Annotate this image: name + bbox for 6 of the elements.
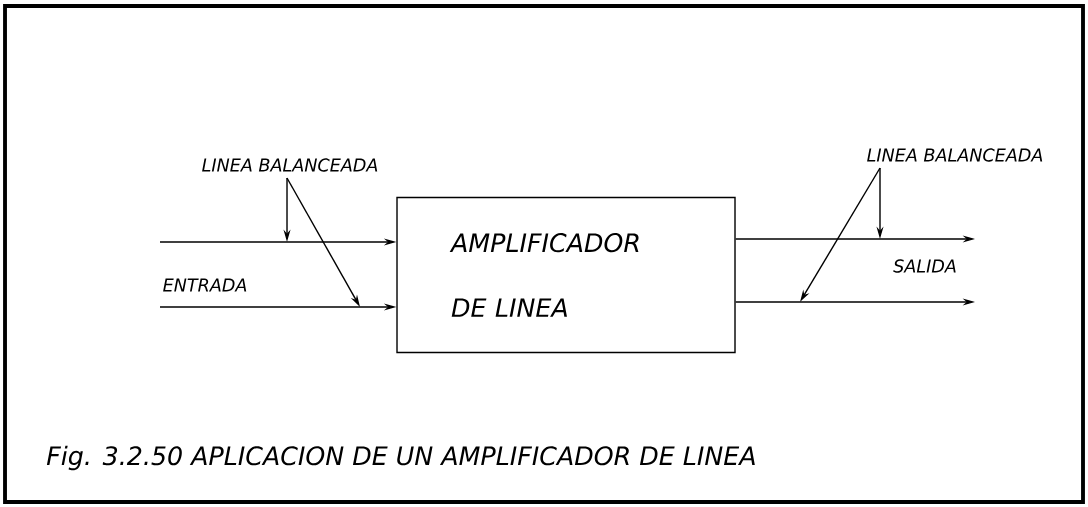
line-label: LINEA BALANCEADA: [202, 158, 378, 172]
caption: Fig. 3.2.50 APLICACION DE UN AMPLIFICADOR DE LINEA: [46, 445, 755, 471]
amplifier-box: AMPLIFICADOR DE LINEA: [396, 196, 736, 354]
line-label: LINEA BALANCEADA: [867, 148, 1043, 162]
side-label: SALIDA: [893, 259, 956, 273]
side-label: ENTRADA: [163, 278, 247, 292]
